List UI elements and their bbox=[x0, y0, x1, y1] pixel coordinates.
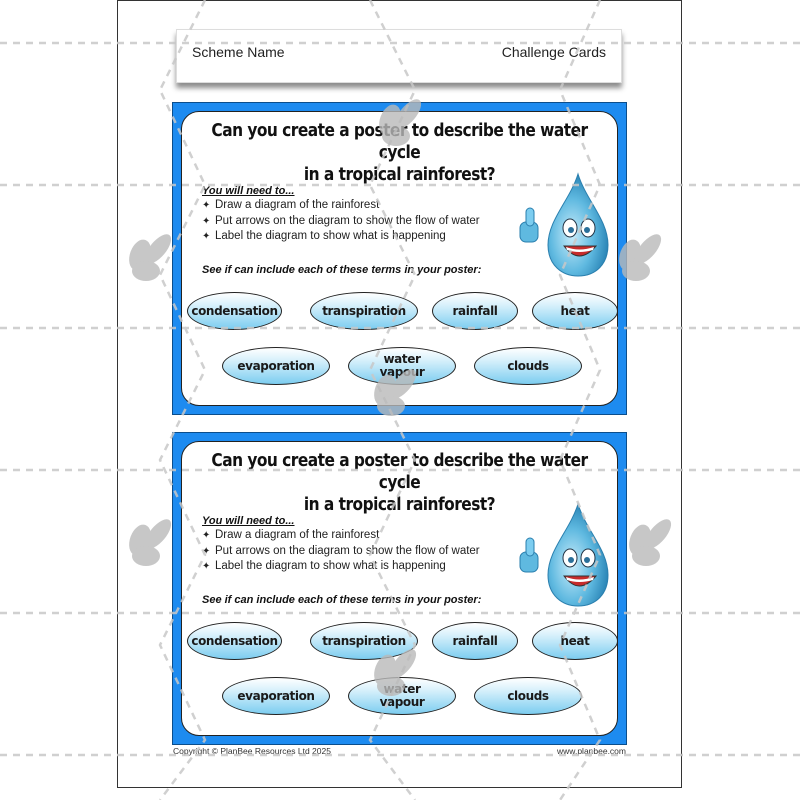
term-transpiration: transpiration bbox=[310, 292, 418, 330]
term-condensation: condensation bbox=[187, 622, 282, 660]
card-inner-panel: Can you create a poster to describe the … bbox=[181, 111, 618, 406]
star-bullet-icon: ✦ bbox=[202, 561, 211, 572]
term-water-vapour: water vapour bbox=[348, 677, 456, 715]
star-bullet-icon: ✦ bbox=[202, 231, 211, 242]
star-bullet-icon: ✦ bbox=[202, 215, 211, 227]
star-bullet-icon: ✦ bbox=[202, 545, 211, 557]
scheme-name: Scheme Name bbox=[192, 44, 285, 60]
term-evaporation: evaporation bbox=[222, 677, 330, 715]
card-title-line-1: Can you create a poster to describe the … bbox=[211, 451, 588, 493]
term-transpiration: transpiration bbox=[310, 622, 418, 660]
need-heading: You will need to... bbox=[202, 515, 295, 527]
challenge-card-1: Can you create a poster to describe the … bbox=[172, 102, 627, 415]
term-clouds: clouds bbox=[474, 677, 582, 715]
need-item: ✦Label the diagram to show what is happe… bbox=[202, 559, 480, 575]
term-heat: heat bbox=[532, 622, 618, 660]
card-inner-panel: Can you create a poster to describe the … bbox=[181, 441, 618, 736]
terms-heading: See if can include each of these terms i… bbox=[202, 594, 482, 606]
document-type: Challenge Cards bbox=[501, 44, 606, 60]
need-item: ✦Label the diagram to show what is happe… bbox=[202, 229, 480, 245]
water-drop-mascot-icon bbox=[500, 500, 610, 610]
term-rainfall: rainfall bbox=[432, 292, 518, 330]
term-evaporation: evaporation bbox=[222, 347, 330, 385]
card-title-line-1: Can you create a poster to describe the … bbox=[211, 121, 588, 163]
need-item: ✦Draw a diagram of the rainforest bbox=[202, 528, 480, 544]
need-list: ✦Draw a diagram of the rainforest ✦Put a… bbox=[202, 528, 480, 575]
need-item: ✦Put arrows on the diagram to show the f… bbox=[202, 214, 480, 230]
terms-heading: See if can include each of these terms i… bbox=[202, 264, 482, 276]
star-bullet-icon: ✦ bbox=[202, 200, 211, 211]
need-list: ✦Draw a diagram of the rainforest ✦Put a… bbox=[202, 198, 480, 245]
term-water-vapour: water vapour bbox=[348, 347, 456, 385]
star-bullet-icon: ✦ bbox=[202, 530, 211, 541]
need-heading: You will need to... bbox=[202, 185, 295, 197]
term-rainfall: rainfall bbox=[432, 622, 518, 660]
term-heat: heat bbox=[532, 292, 618, 330]
need-item: ✦Put arrows on the diagram to show the f… bbox=[202, 544, 480, 560]
term-condensation: condensation bbox=[187, 292, 282, 330]
term-clouds: clouds bbox=[474, 347, 582, 385]
header-box: Scheme Name Challenge Cards bbox=[176, 29, 622, 83]
need-item: ✦Draw a diagram of the rainforest bbox=[202, 198, 480, 214]
copyright-text: Copyright © PlanBee Resources Ltd 2025 bbox=[173, 746, 331, 756]
website-link: www.planbee.com bbox=[557, 746, 626, 756]
water-drop-mascot-icon bbox=[500, 170, 610, 280]
challenge-card-2: Can you create a poster to describe the … bbox=[172, 432, 627, 745]
